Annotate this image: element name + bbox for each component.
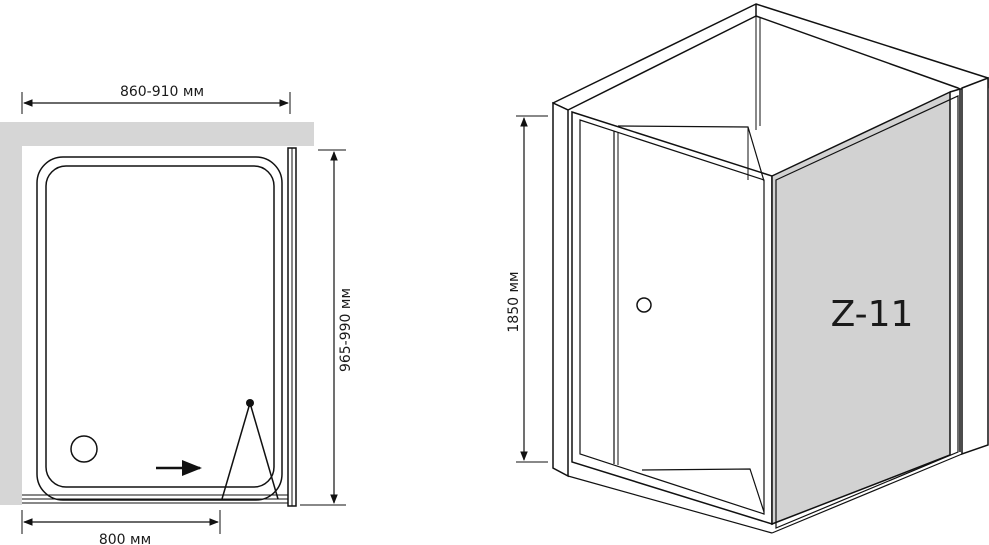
width-label: 860-910 мм [120,84,204,100]
wall-top-cap [552,3,989,111]
fold-panel-bottom [641,468,765,513]
shower-tray-outer [36,156,283,501]
shower-tray-inner [45,165,275,488]
door-label: 800 мм [99,532,151,545]
base-rail [567,475,773,534]
depth-label: 965-990 мм [338,288,354,372]
base-rail [771,453,963,534]
drain-icon [70,435,98,463]
door-frame-inner [579,119,765,515]
left-wall-edge [552,101,569,478]
fold-line-right [249,402,279,500]
plan-view: 860-910 мм 965-990 мм 800 мм [0,84,354,545]
door-frame [571,110,773,526]
height-label: 1850 мм [506,271,522,332]
right-wall-edge [961,76,989,456]
model-label: Z-11 [831,294,914,335]
side-panel-frame [775,95,959,529]
door-handle-icon [636,297,652,313]
fold-line-left [221,402,251,500]
elevation-view: 1850 мм Z-11 [506,3,989,534]
